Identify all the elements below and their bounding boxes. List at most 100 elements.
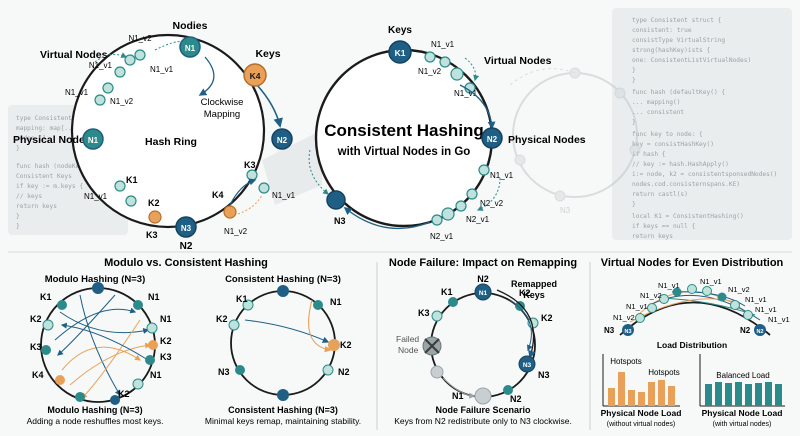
node-label: K2	[216, 314, 228, 324]
failure-node-n3	[518, 355, 536, 373]
code-line: strong(hashKey)ists {	[632, 47, 711, 54]
node-label: K2	[30, 314, 42, 324]
keys-label: Keys	[255, 48, 280, 60]
code-line: if hash {	[632, 151, 666, 158]
vnode-label: N1_v1	[454, 89, 478, 98]
code-line: if key := m.keys {	[16, 183, 83, 190]
load-bar	[775, 384, 782, 406]
vnode	[672, 287, 682, 297]
node-label: N2	[338, 367, 350, 377]
vnode	[439, 56, 451, 68]
code-line: }	[632, 67, 636, 74]
node-label: K2	[160, 336, 172, 346]
vnode-label: N1_v2	[640, 291, 662, 300]
arrow	[244, 319, 330, 343]
load-bar	[648, 382, 655, 406]
node-label: N2	[477, 274, 489, 284]
failure-caption-title: Node Failure Scenario	[435, 405, 531, 415]
failed-node	[422, 336, 442, 356]
section-title: Modulo vs. Consistent Hashing	[104, 257, 268, 269]
faded-node-label: N3	[560, 206, 571, 215]
code-line: nodes.cod.consisternspans.KE)	[632, 181, 740, 188]
hero-ring: Consistent Hashing with Virtual Nodes in…	[308, 25, 586, 241]
zoom-funnel	[262, 130, 322, 205]
vnode-label: N1_v1	[768, 315, 790, 324]
node-label: K2	[340, 340, 352, 350]
code-line: if keys == null {	[632, 223, 696, 230]
vnode-label: N1_v1	[84, 192, 108, 201]
key-k4-lower	[223, 205, 237, 219]
hotspots-label: Hotspots	[610, 357, 642, 366]
vnode-label: N2_v2	[480, 199, 504, 208]
consistent-node	[277, 285, 289, 297]
remapped-label: Keys	[523, 290, 545, 300]
hash-ring-title: Hash Ring	[145, 136, 197, 148]
node-label: N3	[604, 326, 615, 335]
consistent-node	[242, 299, 254, 311]
clockwise-arrow	[198, 56, 215, 96]
node-label: K4	[250, 71, 261, 81]
arrow	[237, 194, 263, 215]
hero-physical-node-n2	[481, 127, 503, 149]
remapped-label: Remapped	[511, 279, 557, 289]
node-label: K1	[126, 175, 138, 185]
arrow	[308, 149, 329, 195]
code-line: }	[16, 213, 20, 220]
code-line: consistType VirtualString	[632, 37, 725, 44]
code-line: mapping: map[...]	[16, 125, 79, 132]
modulo-arrows	[54, 294, 152, 399]
node-label: K4	[212, 190, 224, 200]
code-line: type Consistent struct	[16, 115, 98, 122]
vnode-label: N1_v2	[418, 67, 442, 76]
arrow	[229, 178, 257, 206]
modulo-title: Modulo Hashing (N=3)	[45, 274, 146, 285]
node-label: N1	[330, 297, 342, 307]
failure-node-grey	[430, 365, 444, 379]
node-label: N1	[160, 314, 172, 324]
node-label: K2	[118, 389, 130, 399]
load-chart-with-vnodes: Balanced Load Physical Node Load (with v…	[699, 354, 785, 428]
node-label: K2	[541, 313, 553, 323]
node-label: N1	[88, 136, 99, 145]
modulo-node	[75, 392, 85, 402]
node-label: N1	[479, 290, 488, 297]
hero-keys-label: Keys	[388, 25, 412, 36]
vnode-label: N1_v2	[224, 227, 248, 236]
load-bar	[658, 380, 665, 406]
nodies-label: Nodies	[172, 20, 207, 32]
code-line: func hash (nodeKey) {	[16, 163, 95, 170]
load-bar	[668, 386, 675, 406]
consistent-node	[228, 319, 240, 331]
load-bar	[735, 382, 742, 406]
hero-physical-nodes-label: Physical Nodes	[508, 134, 586, 146]
code-line: one: ConsistentListVirtualNodes)	[632, 57, 751, 64]
node-label: K3	[30, 342, 42, 352]
node-label: K1	[395, 48, 406, 58]
load-bar	[715, 382, 722, 406]
section-title: Virtual Nodes for Even Distribution	[601, 257, 784, 269]
node-label: N2	[740, 326, 751, 335]
virtual-node-cluster	[94, 41, 183, 106]
node-label: N3	[181, 224, 192, 233]
clockwise-label: Clockwise	[201, 97, 244, 108]
mapping-label: Mapping	[204, 109, 240, 120]
failure-node	[503, 385, 513, 395]
vnode	[702, 286, 712, 296]
vnode	[635, 313, 645, 323]
code-line: return keys	[16, 203, 57, 210]
code-line: }	[16, 145, 20, 152]
arrow	[459, 84, 496, 130]
vnode	[743, 310, 753, 320]
vnode	[246, 169, 258, 181]
vnode	[431, 214, 443, 226]
code-line: local K1 = ConsistentHashing()	[632, 213, 744, 220]
failed-label: Failed	[396, 334, 419, 344]
modulo-node	[148, 340, 158, 350]
node-label: K3	[418, 308, 430, 318]
n2-bottom-label: N2	[180, 241, 193, 252]
node-label: K3	[146, 230, 158, 240]
vnode-label: N1_v2	[110, 97, 134, 106]
vnode	[687, 284, 697, 294]
consistent-caption-title: Consistent Hashing (N=3)	[228, 405, 338, 415]
vnode-label: N1_v1	[700, 277, 722, 286]
